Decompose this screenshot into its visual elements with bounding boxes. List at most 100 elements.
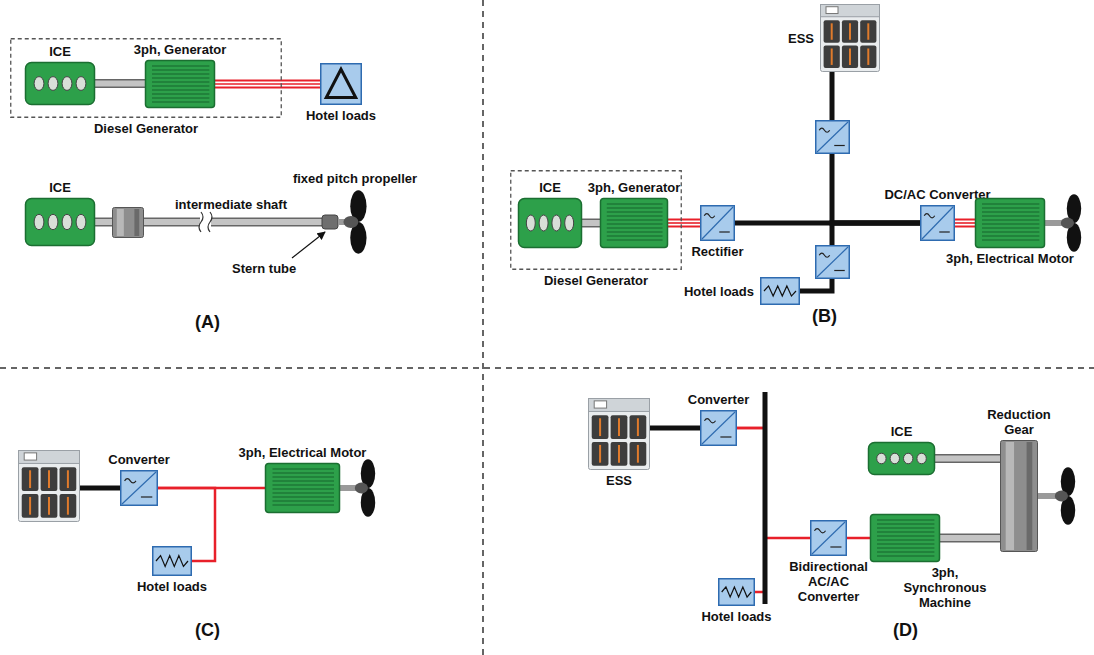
three-phase-cable (668, 223, 700, 224)
cell-wire (849, 48, 851, 64)
cooling-fin (982, 204, 1039, 205)
cooling-fin (607, 216, 663, 217)
resistor-symbol (722, 587, 752, 597)
node-label: Rectifier (691, 244, 743, 259)
shape-outline (338, 189, 372, 255)
cooling-fin (607, 236, 663, 237)
electric-machine: 3ph, Synchronous Machine (870, 514, 940, 562)
load-body (719, 579, 755, 606)
drawing-group (1050, 467, 1075, 525)
dc-link (80, 486, 120, 491)
engine-body (26, 63, 95, 105)
drawing-group (1056, 194, 1081, 252)
cell-wire (867, 23, 869, 39)
cell-wire (618, 445, 620, 463)
cell-wire (618, 418, 620, 436)
cylinder (34, 214, 44, 229)
load-body (761, 278, 800, 305)
cooling-fin (982, 240, 1039, 241)
cooling-fin (152, 78, 209, 79)
cylinder (552, 215, 561, 231)
converter-body (701, 411, 737, 446)
cooling-fin (877, 532, 934, 533)
gear-body (1001, 441, 1038, 552)
panel-label: (C) (195, 620, 220, 641)
shape-outline (152, 546, 192, 576)
delta-symbol (326, 69, 355, 97)
battery-cell (22, 467, 39, 491)
drive-shaft (935, 458, 1000, 459)
cooling-fin (607, 212, 663, 213)
cell-wire (29, 470, 31, 488)
electric-machine: 3ph, Electrical Motor (265, 463, 340, 513)
cabinet-top (589, 399, 650, 412)
resistor-symbol (764, 286, 796, 296)
break-line (208, 212, 212, 232)
dc-symbol (939, 231, 950, 232)
converter-box: Converter (120, 470, 158, 506)
shape-outline (120, 470, 158, 506)
connector-stroke (935, 456, 1000, 462)
node-label: Hotel loads (137, 579, 207, 594)
propeller-hub (355, 483, 368, 494)
cooling-fin (607, 232, 663, 233)
gear-body (113, 208, 144, 238)
dc-symbol (719, 231, 730, 232)
break-line (199, 212, 203, 232)
cell-wire (67, 470, 69, 488)
node-label: 3ph, Synchronous Machine (890, 565, 1000, 610)
battery-cell (22, 494, 39, 518)
cylinder (76, 214, 86, 229)
cabinet-display (594, 401, 606, 408)
cell-wire (831, 23, 833, 39)
node-label: fixed pitch propeller (293, 171, 417, 186)
shape-outline (1000, 440, 1038, 552)
engine-body (519, 199, 582, 248)
cylinder (904, 453, 913, 464)
dc-bus-line (800, 223, 920, 291)
converter-body (121, 471, 158, 506)
machine-body (601, 199, 668, 248)
connector-stroke (737, 428, 765, 592)
ac-bus (763, 392, 768, 604)
cabinet-body (821, 5, 880, 72)
resistor-symbol (156, 556, 188, 567)
cooling-fin (607, 208, 663, 209)
cylinder (565, 215, 574, 231)
node-label: Bidirectional AC/AC Converter (777, 559, 881, 604)
battery-cell (860, 45, 876, 67)
gear-highlight (1006, 442, 1014, 550)
gear-highlight (117, 209, 124, 236)
connector-stroke (668, 219, 700, 228)
battery-cell (824, 45, 840, 67)
battery-cell (592, 415, 609, 439)
shape-outline (320, 63, 362, 105)
propeller-hub (343, 216, 358, 228)
cooling-fin (982, 208, 1039, 209)
cabinet-top (821, 5, 880, 17)
connector-stroke (95, 79, 145, 88)
cooling-fin (152, 102, 209, 103)
cooling-fin (877, 544, 934, 545)
cooling-fin (877, 520, 934, 521)
converter-box: Bidirectional AC/AC Converter (810, 520, 847, 556)
cooling-fin (877, 548, 934, 549)
node-label: 3ph, Generator (134, 42, 226, 57)
panel-divider (482, 0, 484, 655)
electric-machine: 3ph, Generator (145, 60, 215, 108)
three-phase-cable (215, 84, 320, 85)
cell-wire (637, 418, 639, 436)
load-body (321, 64, 362, 105)
node-label: ESS (788, 31, 814, 46)
drawing-group (19, 451, 80, 522)
connector-stroke (215, 83, 320, 85)
cooling-fin (152, 86, 209, 87)
cooling-fin (877, 552, 934, 553)
node-label: 3ph, Electrical Motor (239, 445, 367, 460)
connector-stroke (935, 454, 1000, 463)
cylinder (48, 214, 58, 229)
connector-stroke (940, 534, 1000, 543)
cell-wire (48, 470, 50, 488)
panel-label: (D) (893, 620, 918, 641)
cooling-fin (273, 469, 335, 470)
